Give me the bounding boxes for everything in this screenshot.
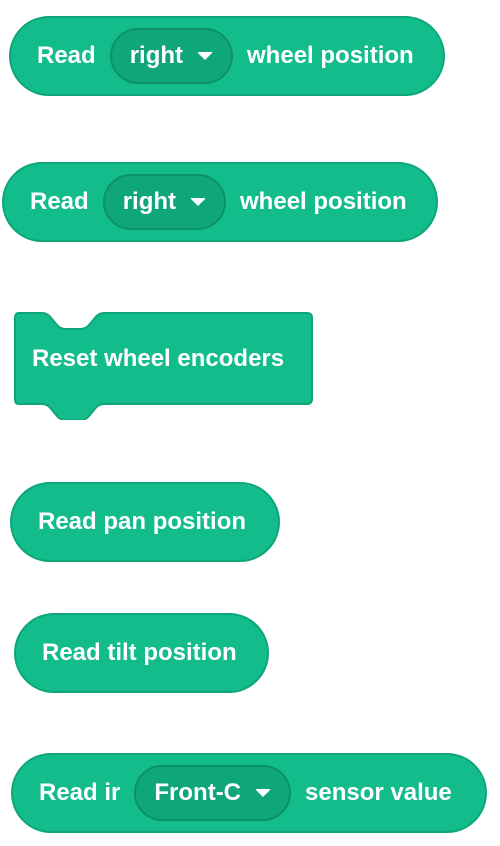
dropdown-value: Front-C — [154, 779, 242, 806]
dropdown-value: right — [129, 42, 184, 69]
block-label: Reset wheel encoders — [32, 345, 285, 372]
read-tilt-position-block[interactable]: Read tilt position — [14, 613, 269, 693]
block-suffix-label: sensor value — [305, 779, 452, 806]
reset-wheel-encoders-block[interactable]: Reset wheel encoders — [14, 312, 316, 420]
dropdown-value: right — [122, 188, 177, 215]
caret-down-icon — [255, 789, 272, 797]
block-prefix-label: Read — [30, 188, 89, 215]
block-prefix-label: Read — [37, 42, 96, 69]
caret-down-icon — [190, 198, 207, 206]
stack-block-shape — [14, 312, 313, 420]
block-suffix-label: wheel position — [247, 42, 414, 69]
read-ir-sensor-block[interactable]: Read ir Front-C sensor value — [11, 753, 487, 833]
wheel-side-dropdown[interactable]: right — [102, 174, 227, 230]
read-wheel-position-block[interactable]: Read right wheel position — [2, 162, 438, 242]
ir-sensor-dropdown[interactable]: Front-C — [134, 765, 292, 821]
block-suffix-label: wheel position — [240, 188, 407, 215]
read-wheel-position-block[interactable]: Read right wheel position — [9, 16, 445, 96]
read-pan-position-block[interactable]: Read pan position — [10, 482, 280, 562]
block-label: Read tilt position — [42, 639, 237, 666]
block-label: Read pan position — [38, 508, 247, 535]
caret-down-icon — [197, 52, 214, 60]
block-prefix-label: Read ir — [39, 779, 121, 806]
wheel-side-dropdown[interactable]: right — [109, 28, 234, 84]
